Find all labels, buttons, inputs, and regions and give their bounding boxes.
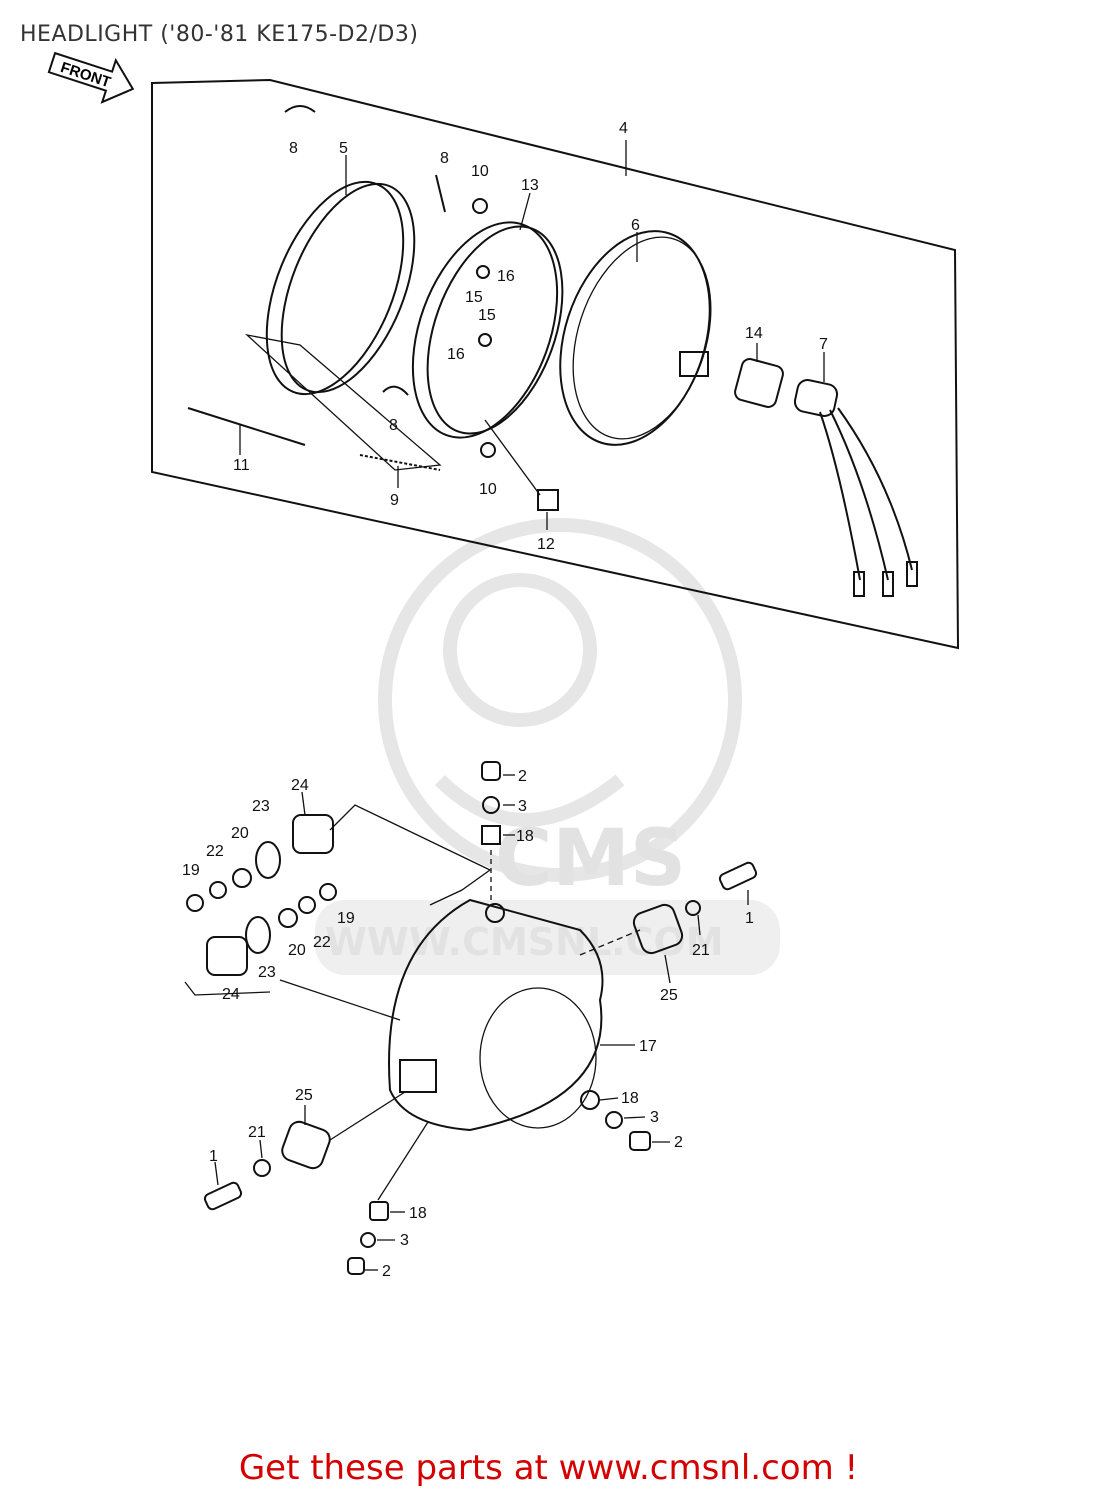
socket-cover — [734, 358, 784, 408]
callout-20-a: 20 — [231, 825, 249, 842]
watermark-url-text: WWW.CMSNL.COM — [325, 920, 724, 964]
watermark-logo: CMS WWW.CMSNL.COM — [315, 518, 780, 975]
callout-2-b: 2 — [674, 1134, 683, 1151]
callout-4: 4 — [619, 120, 628, 137]
callout-25-b: 25 — [295, 1087, 313, 1104]
watermark-logo-text: CMS — [495, 814, 686, 904]
callout-3-b: 3 — [650, 1109, 659, 1126]
front-direction-arrow: FRONT — [47, 51, 135, 104]
left-lower-fasteners — [203, 1091, 406, 1211]
clip-top-middle — [435, 174, 446, 213]
callout-3-c: 3 — [400, 1232, 409, 1249]
callout-8-c: 8 — [389, 417, 398, 434]
callout-23-b: 23 — [258, 964, 276, 981]
side-fastener-stack — [580, 1090, 670, 1151]
callout-21-a: 21 — [692, 942, 710, 959]
sealed-beam-unit — [559, 230, 712, 446]
callout-10-a: 10 — [471, 163, 489, 180]
adjusting-screw — [187, 407, 306, 455]
callout-15-b: 15 — [478, 307, 496, 324]
callout-22-a: 22 — [206, 843, 224, 860]
callout-2-a: 2 — [518, 768, 527, 785]
callout-19-b: 19 — [337, 910, 355, 927]
callout-6: 6 — [631, 217, 640, 234]
callout-3-a: 3 — [518, 798, 527, 815]
clip-top-left — [284, 105, 316, 113]
bottom-fastener-stack — [347, 1121, 429, 1275]
callout-19-a: 19 — [182, 862, 200, 879]
bulb-socket-harness — [793, 352, 918, 597]
callout-1-b: 1 — [209, 1148, 218, 1165]
callout-21-b: 21 — [248, 1124, 266, 1141]
clip-bottom — [382, 385, 409, 396]
callout-17: 17 — [639, 1038, 657, 1055]
callout-15-a: 15 — [465, 289, 483, 306]
screw-top — [472, 198, 488, 214]
callout-16-a: 16 — [497, 268, 515, 285]
callout-18-a: 18 — [516, 828, 534, 845]
headlight-rim — [265, 180, 416, 396]
callout-1-a: 1 — [745, 910, 754, 927]
callout-22-b: 22 — [313, 934, 331, 951]
adjuster-nut — [484, 419, 559, 530]
screw-bottom — [480, 442, 496, 458]
callout-5: 5 — [339, 140, 348, 157]
callout-8-b: 8 — [440, 150, 449, 167]
diagram-title: HEADLIGHT ('80-'81 KE175-D2/D3) — [20, 22, 419, 47]
callout-18-b: 18 — [621, 1090, 639, 1107]
callout-13: 13 — [521, 177, 539, 194]
right-mount-fasteners — [579, 861, 758, 984]
callout-7: 7 — [819, 336, 828, 353]
callout-23-a: 23 — [252, 798, 270, 815]
callout-10-b: 10 — [479, 481, 497, 498]
left-mount-lower — [184, 883, 401, 1021]
callout-20-b: 20 — [288, 942, 306, 959]
headlight-shell — [411, 221, 564, 439]
callout-25-a: 25 — [660, 987, 678, 1004]
headlight-housing — [388, 898, 635, 1132]
callout-16-b: 16 — [447, 346, 465, 363]
callout-24-a: 24 — [291, 777, 309, 794]
callout-8-a: 8 — [289, 140, 298, 157]
top-fastener-stack — [481, 761, 515, 905]
rim-bracket — [244, 333, 442, 471]
nut-upper — [476, 265, 490, 279]
callout-12: 12 — [537, 536, 555, 553]
callout-14: 14 — [745, 325, 763, 342]
callout-18-c: 18 — [409, 1205, 427, 1222]
callout-2-c: 2 — [382, 1263, 391, 1280]
callout-11: 11 — [233, 457, 250, 474]
headlight-unit-assembly-outline — [151, 78, 960, 650]
callout-24-b: 24 — [222, 986, 240, 1003]
nut-middle — [478, 333, 492, 347]
spring — [359, 454, 441, 488]
left-mount-upper — [186, 791, 492, 912]
callout-9: 9 — [390, 492, 399, 509]
footer-promo-text[interactable]: Get these parts at www.cmsnl.com ! — [238, 1448, 859, 1488]
